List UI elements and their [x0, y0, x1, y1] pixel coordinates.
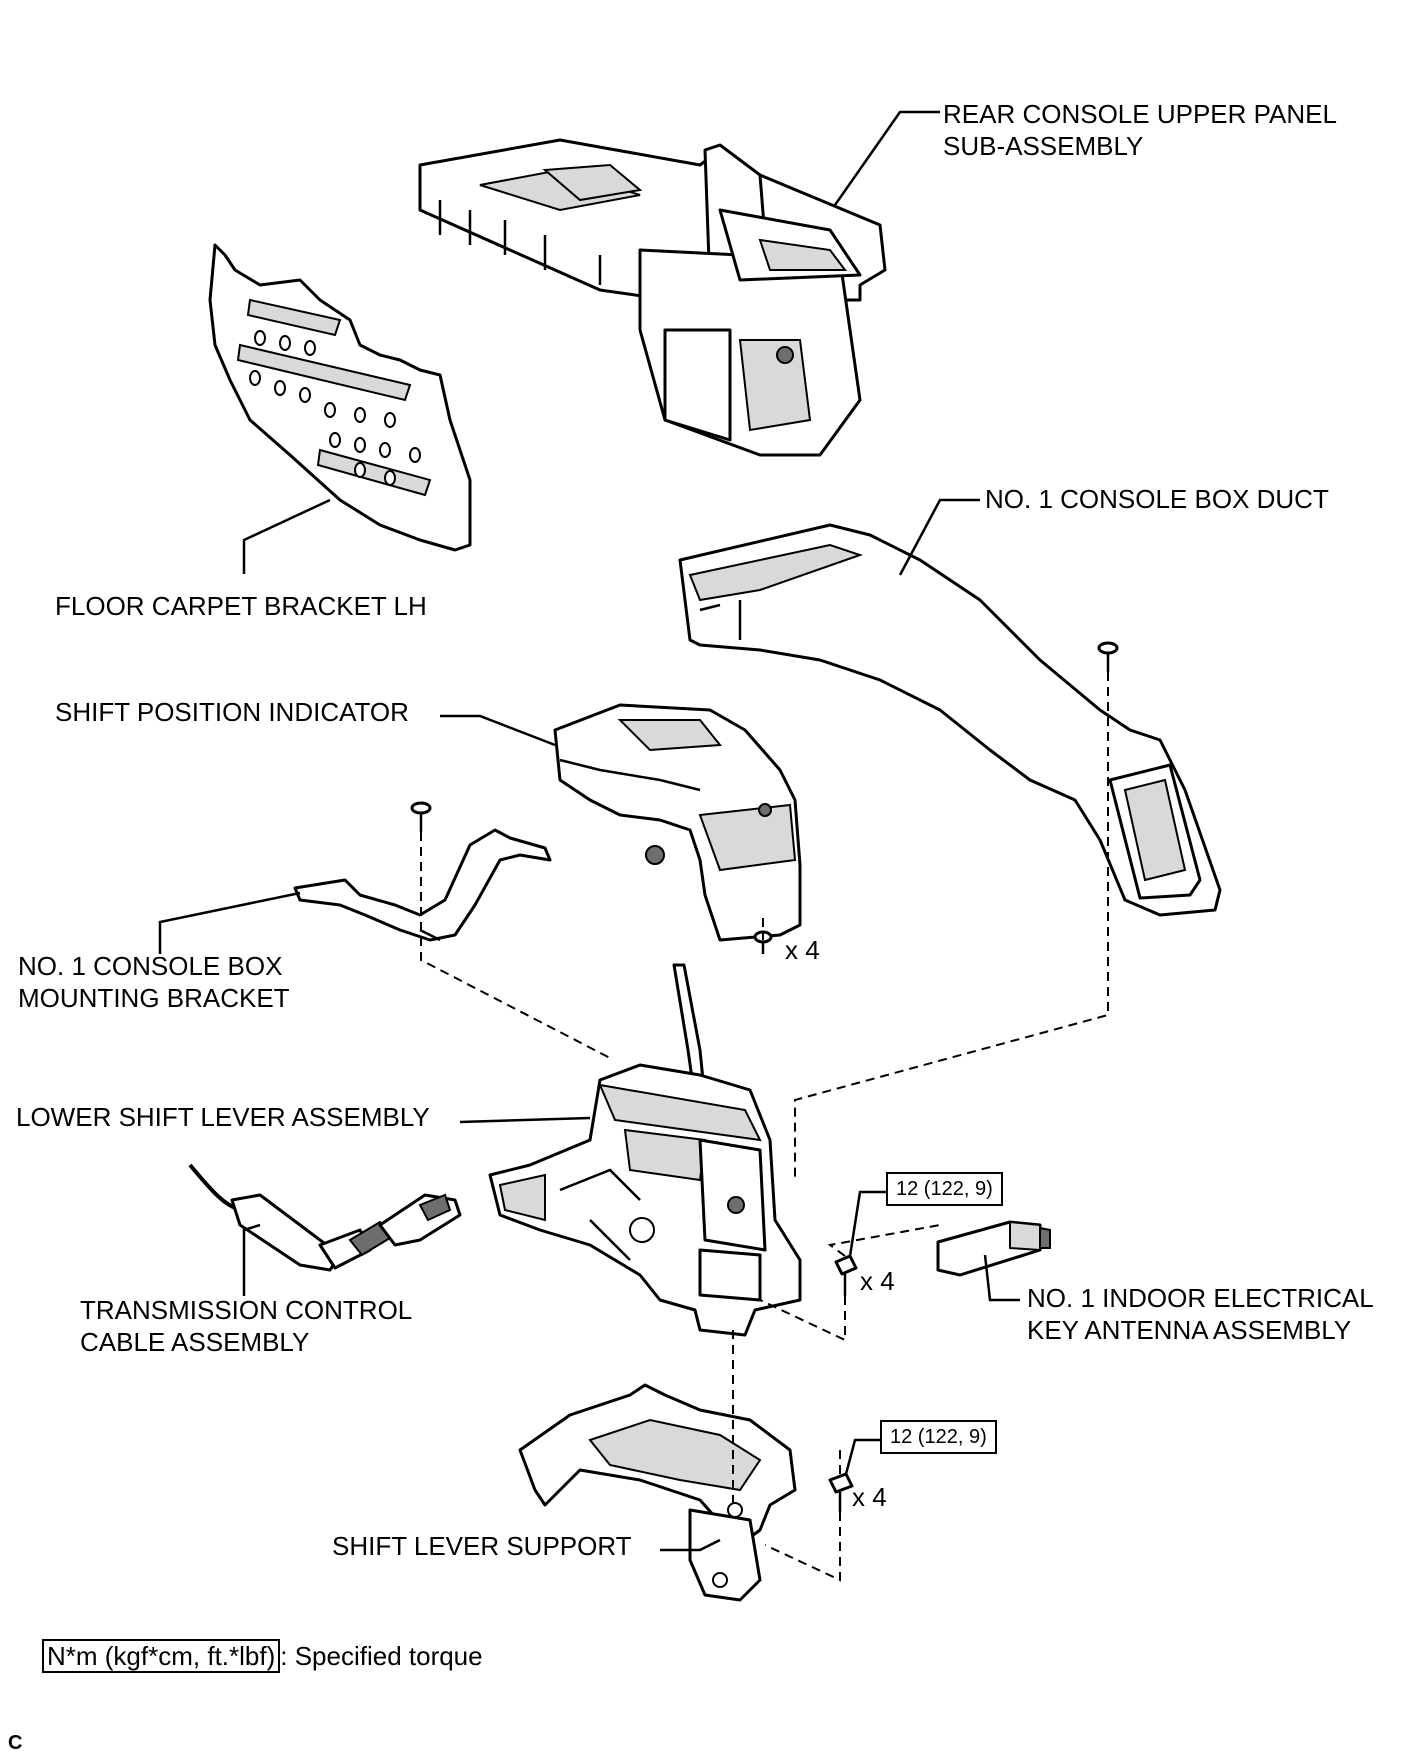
- support-bolts-qty: x 4: [852, 1482, 887, 1512]
- label-shift-lever-support: SHIFT LEVER SUPPORT: [332, 1531, 632, 1561]
- label-rear-console-upper-panel: REAR CONSOLE UPPER PANEL SUB-ASSEMBLY: [943, 98, 1337, 162]
- label-mounting-bracket: NO. 1 CONSOLE BOX MOUNTING BRACKET: [18, 950, 290, 1014]
- support-bolts-torque-box: 12 (122, 9): [880, 1420, 997, 1454]
- indicator-screw: [753, 930, 773, 954]
- label-line: NO. 1 CONSOLE BOX: [18, 951, 283, 981]
- legend-box: N*m (kgf*cm, ft.*lbf): [42, 1639, 281, 1673]
- rear-console-upper-panel-part: [418, 138, 887, 457]
- label-line: SUB-ASSEMBLY: [943, 131, 1144, 161]
- torque-legend: N*m (kgf*cm, ft.*lbf): Specified torque: [42, 1638, 483, 1674]
- label-line: CABLE ASSEMBLY: [80, 1327, 310, 1357]
- label-lower-shift-lever: LOWER SHIFT LEVER ASSEMBLY: [16, 1102, 430, 1132]
- indicator-screws-qty: x 4: [785, 935, 820, 965]
- label-line: NO. 1 INDOOR ELECTRICAL: [1027, 1283, 1374, 1313]
- label-line: REAR CONSOLE UPPER PANEL: [943, 99, 1337, 129]
- label-floor-carpet-bracket: FLOOR CARPET BRACKET LH: [55, 591, 427, 621]
- shift-position-indicator-part: [553, 703, 802, 942]
- transmission-cable-part: [188, 1163, 462, 1272]
- key-antenna-part: [936, 1220, 1051, 1277]
- label-transmission-cable: TRANSMISSION CONTROL CABLE ASSEMBLY: [80, 1294, 412, 1358]
- label-line: TRANSMISSION CONTROL: [80, 1295, 413, 1325]
- label-console-box-duct: NO. 1 CONSOLE BOX DUCT: [985, 484, 1329, 514]
- console-box-duct-part: [678, 523, 1222, 917]
- label-line: MOUNTING BRACKET: [18, 983, 290, 1013]
- lever-bolt: [834, 1254, 858, 1296]
- legend-description: : Specified torque: [280, 1641, 483, 1671]
- lever-bolts-qty: x 4: [860, 1266, 895, 1296]
- lever-bolts-torque-box: 12 (122, 9): [886, 1172, 1003, 1206]
- figure-code: C: [8, 1732, 23, 1754]
- mounting-bracket-part: [293, 828, 552, 942]
- mounting-bracket-screw: [410, 801, 432, 832]
- shift-lever-support-part: [518, 1383, 797, 1602]
- leader-lines: [158, 110, 1020, 1552]
- label-key-antenna: NO. 1 INDOOR ELECTRICAL KEY ANTENNA ASSE…: [1027, 1282, 1374, 1346]
- label-line: KEY ANTENNA ASSEMBLY: [1027, 1315, 1352, 1345]
- label-shift-position-indicator: SHIFT POSITION INDICATOR: [55, 697, 409, 727]
- support-bolt: [828, 1472, 854, 1512]
- duct-screw: [1097, 641, 1119, 672]
- alignment-lines: [420, 672, 1109, 1582]
- floor-carpet-bracket-part: [208, 243, 472, 552]
